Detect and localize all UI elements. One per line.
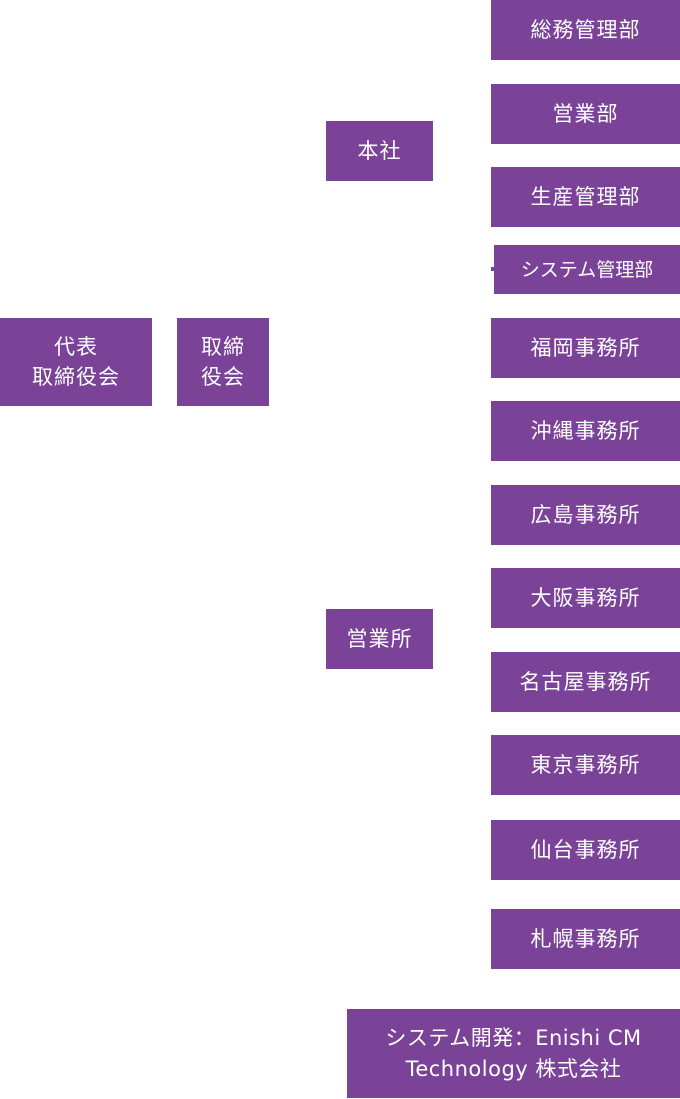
production-management-dept-box: 生産管理部	[491, 167, 680, 227]
representative-directors-box: 代表 取締役会	[0, 318, 152, 406]
hiroshima-office-box: 広島事務所	[491, 485, 680, 545]
connector-dot	[491, 267, 495, 271]
subsidiary-box: システム開発：Enishi CM Technology 株式会社	[347, 1009, 680, 1098]
fukuoka-office-box: 福岡事務所	[491, 318, 680, 378]
nagoya-office-box: 名古屋事務所	[491, 652, 680, 712]
sales-office-box: 営業所	[326, 609, 433, 669]
okinawa-office-box: 沖縄事務所	[491, 401, 680, 461]
board-of-directors-box: 取締 役会	[177, 318, 269, 406]
sendai-office-box: 仙台事務所	[491, 820, 680, 880]
head-office-box: 本社	[326, 121, 433, 181]
general-affairs-dept-box: 総務管理部	[491, 0, 680, 60]
osaka-office-box: 大阪事務所	[491, 568, 680, 628]
system-management-dept-box: システム管理部	[494, 245, 680, 294]
sapporo-office-box: 札幌事務所	[491, 909, 680, 969]
sales-dept-box: 営業部	[491, 84, 680, 144]
tokyo-office-box: 東京事務所	[491, 735, 680, 795]
